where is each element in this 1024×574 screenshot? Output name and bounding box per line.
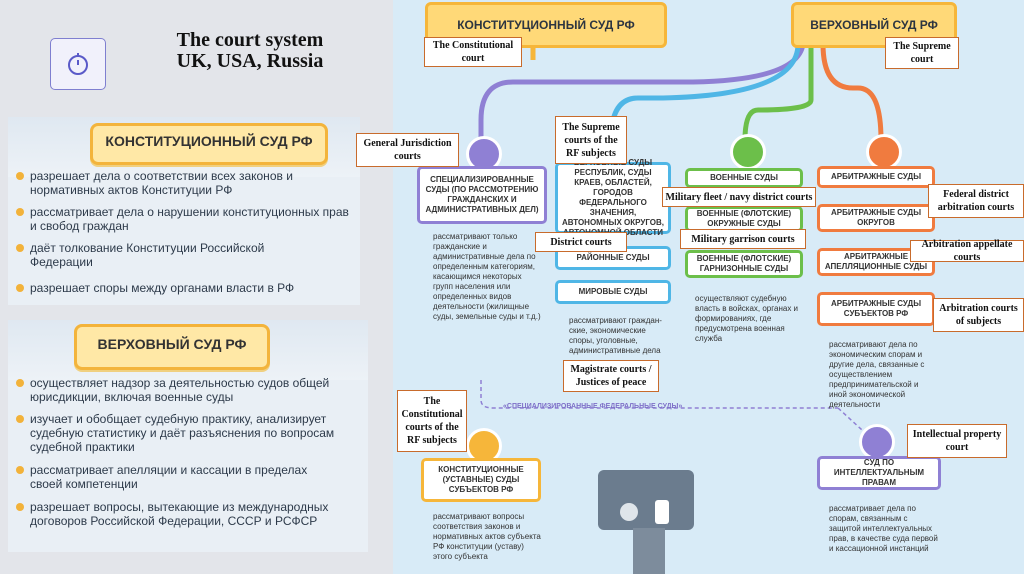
regional-desc: рассматривают граждан-ские, экономически… xyxy=(569,316,662,355)
label-arbitration-subjects: Arbitration courts of subjects xyxy=(933,298,1024,332)
power-timer-button[interactable] xyxy=(50,38,106,90)
label-subject-constitutional: The Constitutional courts of the RF subj… xyxy=(397,390,467,452)
regional-supreme-courts-card: ВЕРХОВНЫЕ СУДЫ РЕСПУБЛИК, СУДЫ КРАЕВ, ОБ… xyxy=(555,158,671,237)
bullet-item: разрешает дела о соответствии всех закон… xyxy=(16,169,350,197)
ip-court-card: СУД ПО ИНТЕЛЛЕКТУАЛЬНЫМ ПРАВАМ xyxy=(817,456,941,490)
specialized-federal-courts-label: «СПЕЦИАЛИЗИРОВАННЫЕ ФЕДЕРАЛЬНЫЕ СУДЫ» xyxy=(503,403,683,410)
label-magistrate-courts: Magistrate courts / Justices of peace xyxy=(563,360,659,392)
supreme-panel-header: ВЕРХОВНЫЙ СУД РФ xyxy=(74,324,270,370)
military-shield-icon xyxy=(730,134,766,170)
arbitration-district-card: АРБИТРАЖНЫЕ СУДЫ ОКРУГОВ xyxy=(817,204,935,232)
label-federal-district-arbitration: Federal district arbitration courts xyxy=(928,184,1024,218)
bullet-item: рассматривает дела о нарушении конституц… xyxy=(16,205,350,233)
arbitration-caduceus-icon xyxy=(866,134,902,170)
power-timer-icon xyxy=(68,53,88,75)
arbitration-courts-card: АРБИТРАЖНЫЕ СУДЫ xyxy=(817,166,935,188)
ip-court-desc: рассматривает дела по спорам, связанным … xyxy=(829,504,938,553)
title-line-1: The court system xyxy=(176,29,324,51)
arbitration-subjects-card: АРБИТРАЖНЫЕ СУДЫ СУБЪЕКТОВ РФ xyxy=(817,292,935,326)
military-courts-card: ВОЕННЫЕ СУДЫ xyxy=(685,168,803,188)
specialized-courts-desc: рассматривают только гражданские и админ… xyxy=(433,232,541,321)
label-supreme-subjects: The Supreme courts of the RF subjects xyxy=(555,116,627,164)
label-arbitration-appellate: Arbitration appellate courts xyxy=(910,239,1024,263)
arbitration-appeal-card: АРБИТРАЖНЫЕ АПЕЛЛЯЦИОННЫЕ СУДЫ xyxy=(817,248,935,276)
slide-title: The court system UK, USA, Russia xyxy=(150,30,350,72)
arbitration-desc: рассматривают дела по экономическим спор… xyxy=(829,340,925,409)
subject-constitutional-desc: рассматривают вопросы соответствия закон… xyxy=(433,512,541,561)
label-general-jurisdiction: General Jurisdiction courts xyxy=(356,133,459,167)
label-intellectual-property: Intellectual property court xyxy=(907,424,1007,458)
supreme-court-panel: ВЕРХОВНЫЙ СУД РФ осуществляет надзор за … xyxy=(8,320,368,552)
bullet-item: даёт толкование Конституции Российской Ф… xyxy=(16,241,330,269)
specialized-courts-card: СПЕЦИАЛИЗИРОВАННЫЕ СУДЫ (ПО РАССМОТРЕНИЮ… xyxy=(417,166,547,224)
military-desc: осуществляют судебную власть в войсках, … xyxy=(695,294,799,343)
label-military-garrison: Military garrison courts xyxy=(680,229,806,249)
intellectual-property-icon xyxy=(859,424,895,460)
bullet-item: изучает и обобщает судебную практику, ан… xyxy=(16,412,340,454)
subject-constitutional-card: КОНСТИТУЦИОННЫЕ (УСТАВНЫЕ) СУДЫ СУБЪЕКТО… xyxy=(421,458,541,502)
label-constitutional-court: The Constitutional court xyxy=(424,37,522,67)
label-military-fleet: Military fleet / navy district courts xyxy=(662,187,816,207)
bullet-item: разрешает вопросы, вытекающие из междуна… xyxy=(16,500,350,528)
bullet-item: рассматривает апелляции и кассации в пре… xyxy=(16,463,330,491)
constitutional-panel-header: КОНСТИТУЦИОННЫЙ СУД РФ xyxy=(90,123,328,165)
military-garrison-card: ВОЕННЫЕ (ФЛОТСКИЕ) ГАРНИЗОННЫЕ СУДЫ xyxy=(685,250,803,278)
bullet-item: осуществляет надзор за деятельностью суд… xyxy=(16,376,340,404)
title-line-2: UK, USA, Russia xyxy=(176,50,324,72)
connector-lines xyxy=(478,43,884,574)
bullet-item: разрешает споры между органами власти в … xyxy=(16,281,350,295)
constitutional-court-panel: КОНСТИТУЦИОННЫЙ СУД РФ разрешает дела о … xyxy=(8,117,360,305)
court-system-infographic: КОНСТИТУЦИОННЫЙ СУД РФ ВЕРХОВНЫЙ СУД РФ … xyxy=(393,0,1024,574)
label-supreme-court: The Supreme court xyxy=(885,37,959,69)
world-courts-card: МИРОВЫЕ СУДЫ xyxy=(555,280,671,304)
label-district-courts: District courts xyxy=(535,232,627,252)
